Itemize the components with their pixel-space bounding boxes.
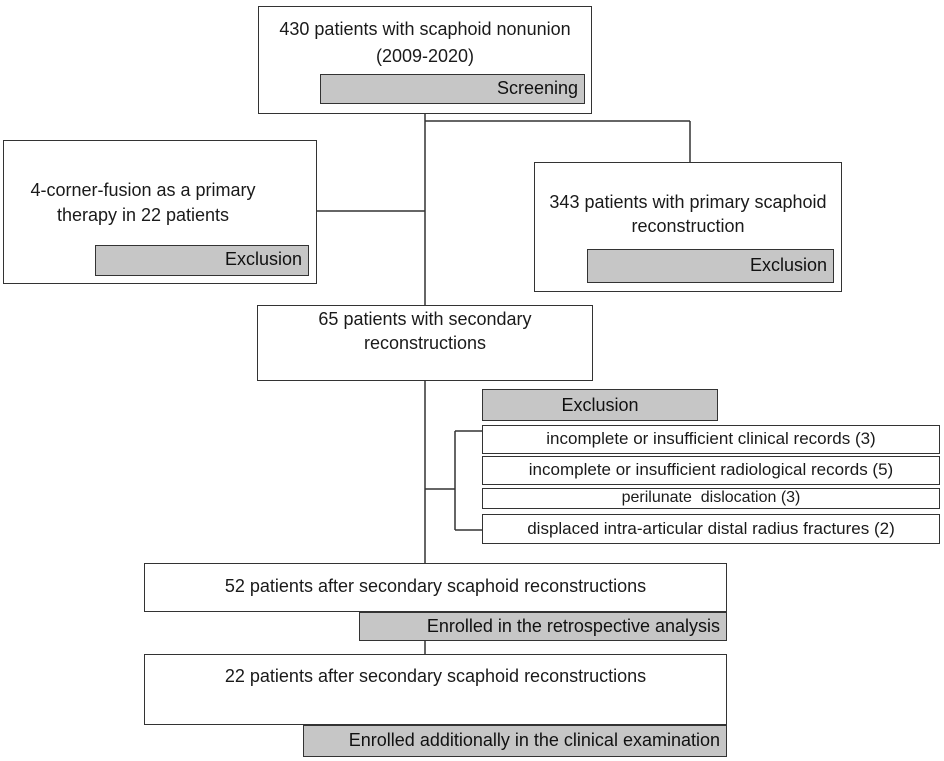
screening-line-2: (2009-2020) [375, 46, 475, 66]
secondary-box [257, 305, 593, 381]
exclusion-header-tag: Exclusion [482, 389, 718, 421]
screening-line-1: 430 patients with scaphoid nonunion [279, 19, 571, 39]
exclusion-criterion-perilunate: perilunate dislocation (3) [482, 488, 940, 509]
exclusion-criterion-clinical: incomplete or insufficient clinical reco… [482, 425, 940, 454]
clinical-line-1: 22 patients after secondary scaphoid rec… [224, 666, 647, 686]
retrospective-box [144, 563, 727, 612]
primary-line-2: reconstruction [631, 216, 745, 236]
secondary-line-2: reconstructions [363, 333, 487, 353]
clinical-box [144, 654, 727, 725]
clinical-tag: Enrolled additionally in the clinical ex… [303, 725, 727, 757]
exclusion-criterion-radius-fractures: displaced intra-articular distal radius … [482, 514, 940, 544]
retrospective-line-1: 52 patients after secondary scaphoid rec… [224, 576, 647, 596]
fusion-line-1: 4-corner-fusion as a primary [30, 180, 256, 200]
fusion-line-2: therapy in 22 patients [56, 205, 230, 225]
primary-line-1: 343 patients with primary scaphoid [549, 192, 827, 212]
exclusion-criterion-radiological: incomplete or insufficient radiological … [482, 456, 940, 485]
retrospective-tag: Enrolled in the retrospective analysis [359, 612, 727, 641]
primary-exclusion-tag: Exclusion [587, 249, 834, 283]
fusion-exclusion-tag: Exclusion [95, 245, 309, 276]
secondary-line-1: 65 patients with secondary [318, 309, 532, 329]
screening-tag: Screening [320, 74, 585, 104]
